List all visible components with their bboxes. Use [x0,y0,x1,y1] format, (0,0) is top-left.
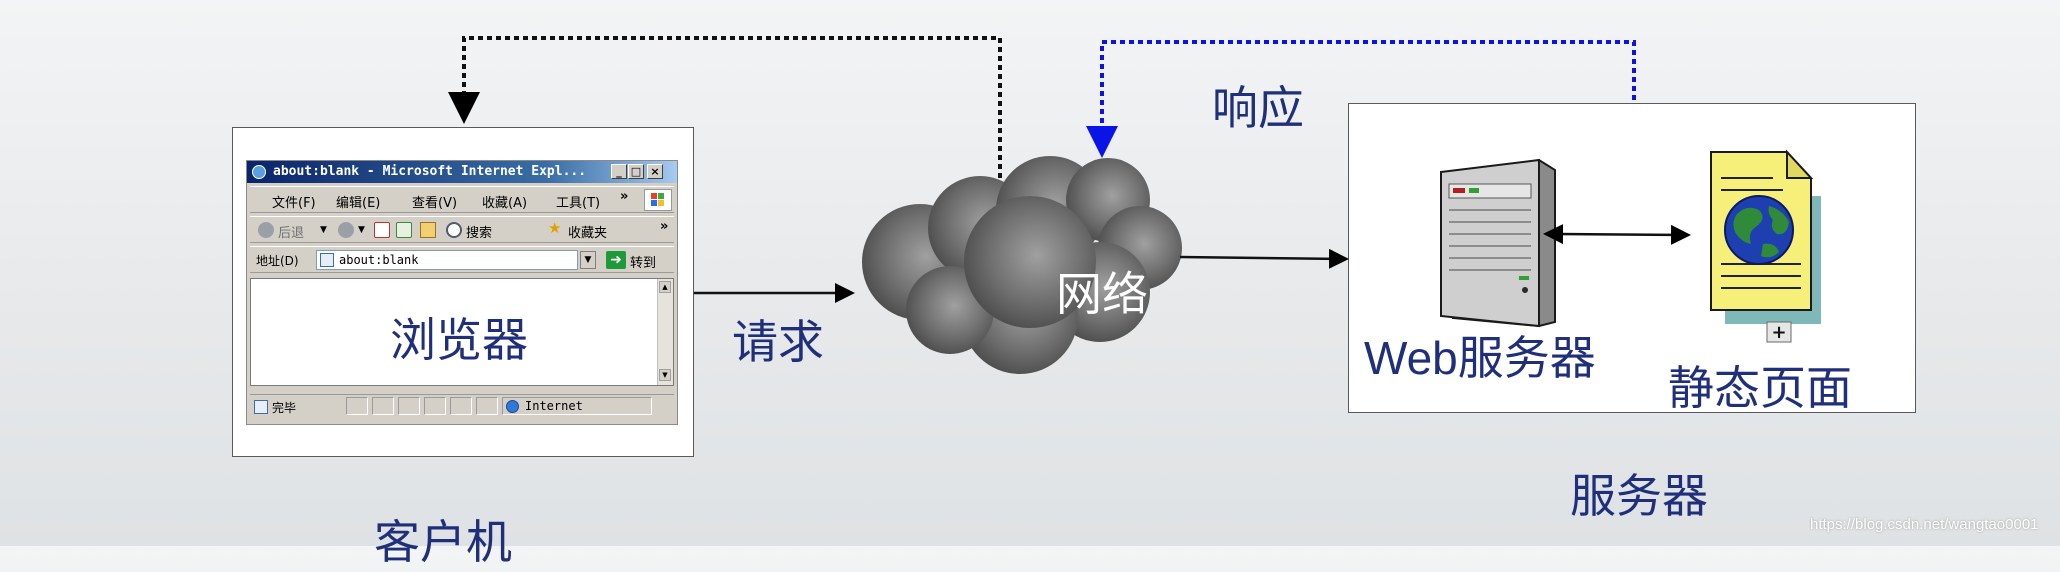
favorites-label[interactable]: 收藏夹 [568,226,608,241]
ie-icon [252,165,266,179]
browser-label: 浏览器 [390,314,528,366]
status-cell [398,397,420,415]
browser-title: about:blank - Microsoft Internet Expl... [273,164,587,179]
server-page-arrow [1543,224,1691,245]
browser-content: ▲ ▼ [250,278,674,386]
address-input[interactable]: about:blank [316,250,578,270]
minimize-button[interactable]: _ [611,164,627,179]
response-label: 响应 [1212,82,1304,134]
toolbar: 后退 ▼ ▼ 搜索 ★ 收藏夹 » [250,216,674,243]
forward-dropdown-icon[interactable]: ▼ [358,225,365,235]
back-icon[interactable] [258,222,274,238]
address-bar: 地址(D) about:blank ▼ ➜ 转到 [250,246,674,273]
address-label: 地址(D) [256,254,299,268]
status-cell [372,397,394,415]
scroll-down-icon[interactable]: ▼ [659,369,671,381]
network-to-server-arrow [1179,248,1349,269]
menu-file[interactable]: 文件(F) [272,196,316,211]
toolbar-chevron-icon[interactable]: » [660,219,669,234]
watermark: https://blog.csdn.net/wangtao0001 [1810,516,2039,533]
status-cell [450,397,472,415]
forward-icon[interactable] [338,222,354,238]
connectors-layer [448,36,1691,374]
go-label[interactable]: 转到 [630,256,657,271]
status-text: 完毕 [272,401,297,415]
server-frame: + [1348,103,1916,413]
menu-edit[interactable]: 编辑(E) [336,196,381,211]
status-bar: 完毕 Internet [250,394,674,418]
server-label: 服务器 [1570,470,1708,522]
scroll-up-icon[interactable]: ▲ [659,281,671,293]
windows-flag-icon [644,189,672,211]
status-page-icon [254,400,268,414]
status-cell [346,397,368,415]
browser-title-bar: about:blank - Microsoft Internet Expl... [247,161,677,183]
stop-icon[interactable] [374,222,390,238]
server-tower-icon [1440,158,1556,328]
request-label: 请求 [732,316,824,368]
status-cell [424,397,446,415]
refresh-icon[interactable] [396,222,412,238]
menu-bar: 文件(F) 编辑(E) 查看(V) 收藏(A) 工具(T) » [250,186,674,213]
search-icon[interactable] [446,222,462,238]
static-page-label: 静态页面 [1668,362,1852,414]
response-arrow [1086,40,1636,158]
menu-favorites[interactable]: 收藏(A) [482,196,528,211]
web-server-label: Web服务器 [1364,332,1596,384]
maximize-button[interactable]: □ [628,164,644,179]
search-label[interactable]: 搜索 [466,226,493,241]
close-button[interactable]: × [647,164,663,179]
network-label: 网络 [1056,268,1148,320]
menu-tools[interactable]: 工具(T) [556,196,601,211]
status-zone-cell: Internet [502,397,652,415]
browser-window: about:blank - Microsoft Internet Expl...… [246,160,678,425]
go-arrow-icon[interactable]: ➜ [606,251,626,269]
vertical-scrollbar[interactable]: ▲ ▼ [657,279,673,385]
cloud-icon [862,156,1182,374]
home-icon[interactable] [420,222,436,238]
address-dropdown-icon[interactable]: ▼ [580,251,596,269]
globe-icon [506,400,519,413]
status-cell [476,397,498,415]
chevron-icon[interactable]: » [620,189,629,204]
address-value: about:blank [339,253,419,267]
response-to-client-arrow [448,36,1002,196]
favorites-star-icon[interactable]: ★ [548,219,562,237]
svg-text:+: + [1771,322,1786,343]
zone-text: Internet [525,399,583,413]
page-icon [320,253,334,267]
menu-view[interactable]: 查看(V) [412,196,458,211]
back-label[interactable]: 后退 [278,226,305,241]
back-dropdown-icon[interactable]: ▼ [320,225,327,235]
document-globe-icon: + [1710,149,1821,343]
